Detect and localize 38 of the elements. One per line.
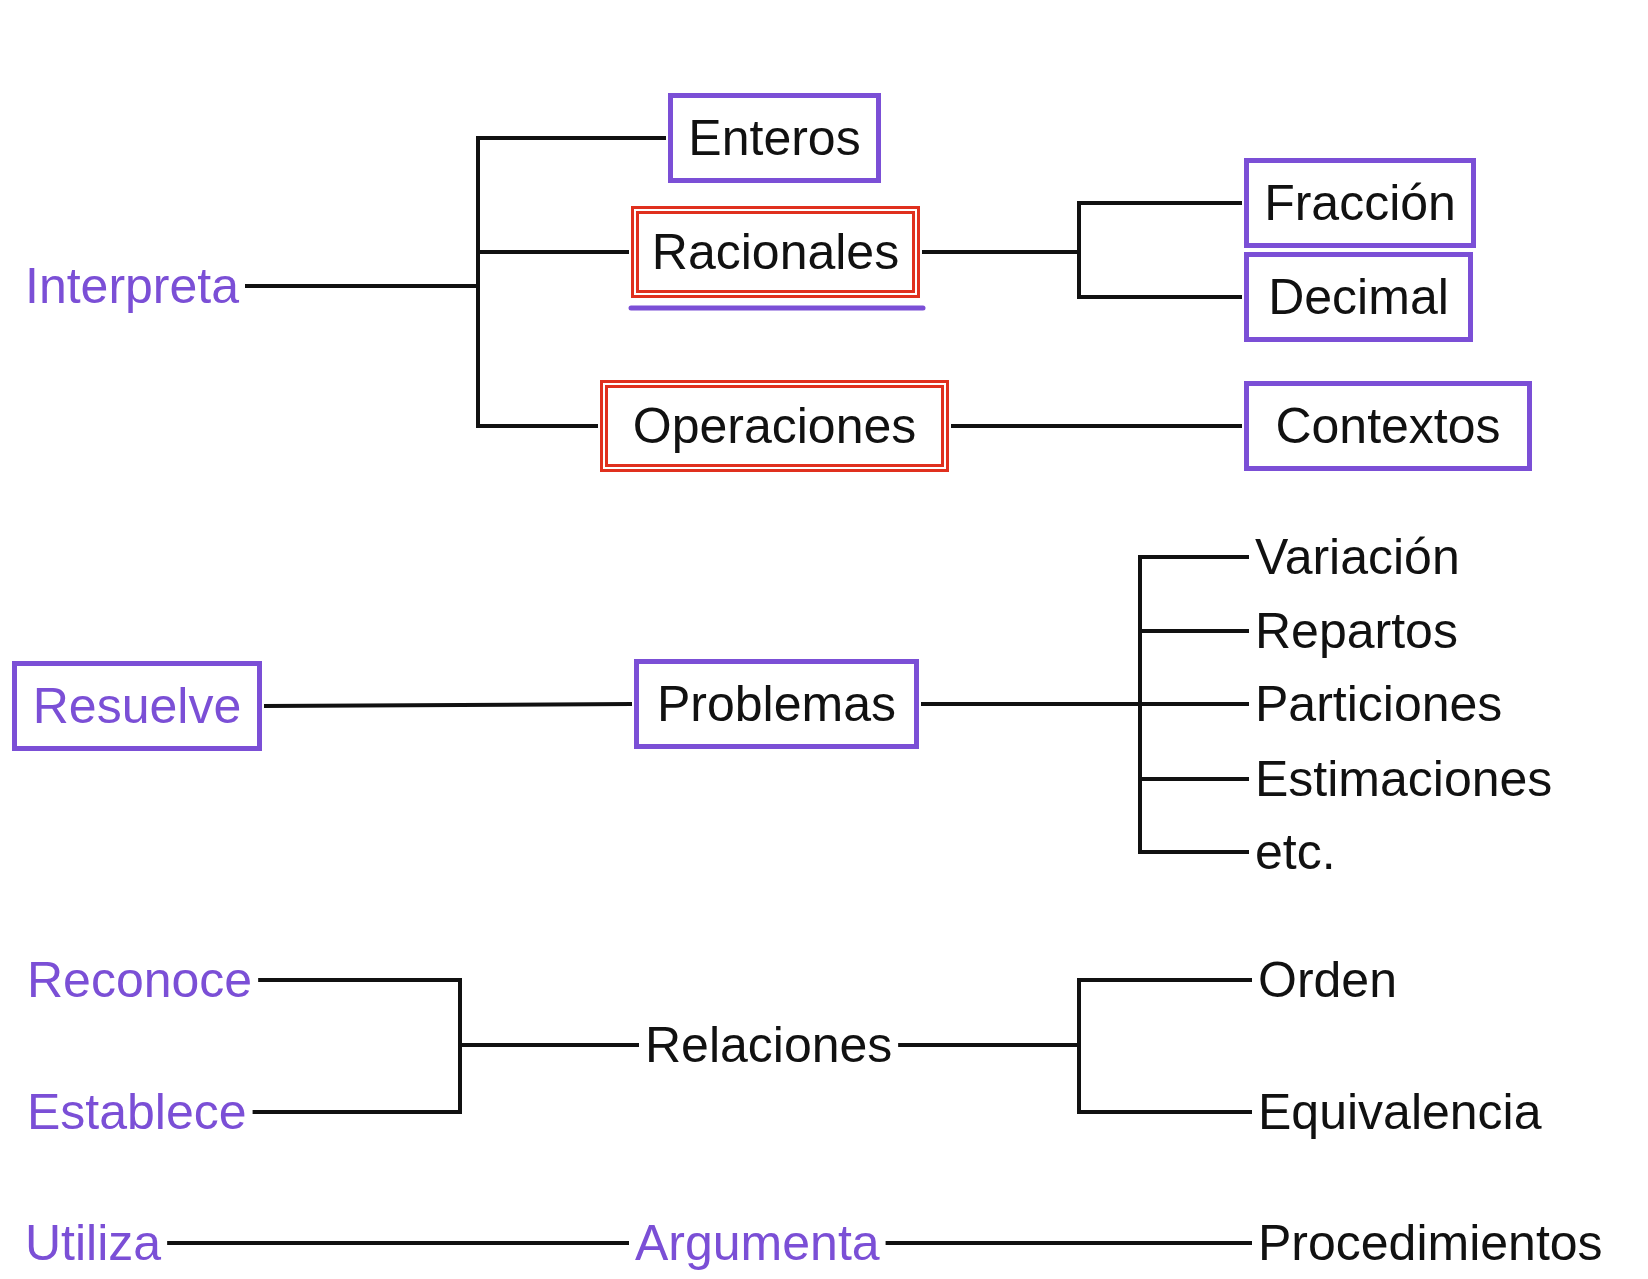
concept-label: Particiones xyxy=(1251,674,1507,734)
connector-line xyxy=(167,1241,629,1245)
double-border-box xyxy=(600,380,949,472)
connector-line xyxy=(898,1043,1252,1114)
concept-label: Racionales xyxy=(651,224,900,280)
concept-label: etc. xyxy=(1251,822,1340,882)
concept-box xyxy=(1244,252,1473,342)
concept-label: Interpreta xyxy=(21,256,243,316)
concept-label: Resuelve xyxy=(32,678,242,734)
concept-label: Establece xyxy=(23,1082,251,1142)
concept-label: Problemas xyxy=(657,676,896,732)
double-border-box xyxy=(631,206,920,298)
connector-line xyxy=(245,284,598,428)
concept-label: Variación xyxy=(1251,527,1464,587)
concept-box xyxy=(1244,158,1476,248)
connector-line xyxy=(922,250,1242,299)
concept-box xyxy=(1244,381,1532,471)
concept-label: Contextos xyxy=(1275,398,1501,454)
concept-label: Utiliza xyxy=(21,1213,166,1273)
concept-box xyxy=(634,659,919,749)
connector-line xyxy=(252,1043,639,1114)
concept-label: Orden xyxy=(1254,950,1401,1010)
concept-label: Decimal xyxy=(1268,269,1449,325)
concept-label: Enteros xyxy=(688,110,861,166)
connector-line xyxy=(264,702,632,708)
concept-box xyxy=(668,93,881,183)
concept-label: Operaciones xyxy=(632,398,917,454)
concept-label: Procedimientos xyxy=(1254,1213,1607,1273)
concept-label: Repartos xyxy=(1251,601,1462,661)
concept-label: Fracción xyxy=(1264,175,1456,231)
concept-label: Relaciones xyxy=(641,1015,897,1075)
concept-label: Equivalencia xyxy=(1254,1082,1546,1142)
concept-label: Argumenta xyxy=(631,1213,884,1273)
concept-box xyxy=(12,661,262,751)
connector-line xyxy=(885,1241,1252,1245)
connector-line xyxy=(951,424,1242,428)
concept-label: Estimaciones xyxy=(1251,749,1557,809)
concept-label: Reconoce xyxy=(23,950,257,1010)
